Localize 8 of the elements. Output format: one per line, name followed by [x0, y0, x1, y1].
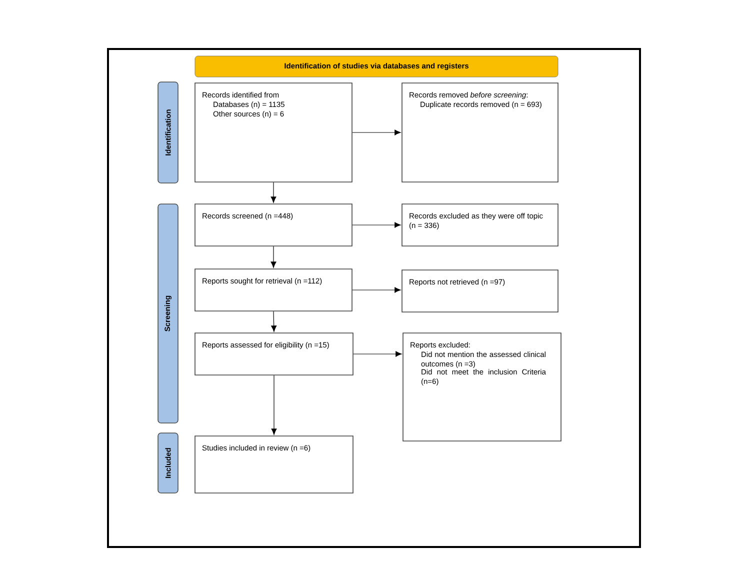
- arrow: [352, 222, 401, 228]
- arrow: [271, 375, 277, 435]
- arrow: [352, 130, 401, 136]
- arrow: [271, 311, 277, 332]
- arrow: [270, 246, 276, 268]
- arrow: [353, 351, 402, 357]
- arrow: [352, 287, 401, 293]
- arrow: [270, 182, 276, 203]
